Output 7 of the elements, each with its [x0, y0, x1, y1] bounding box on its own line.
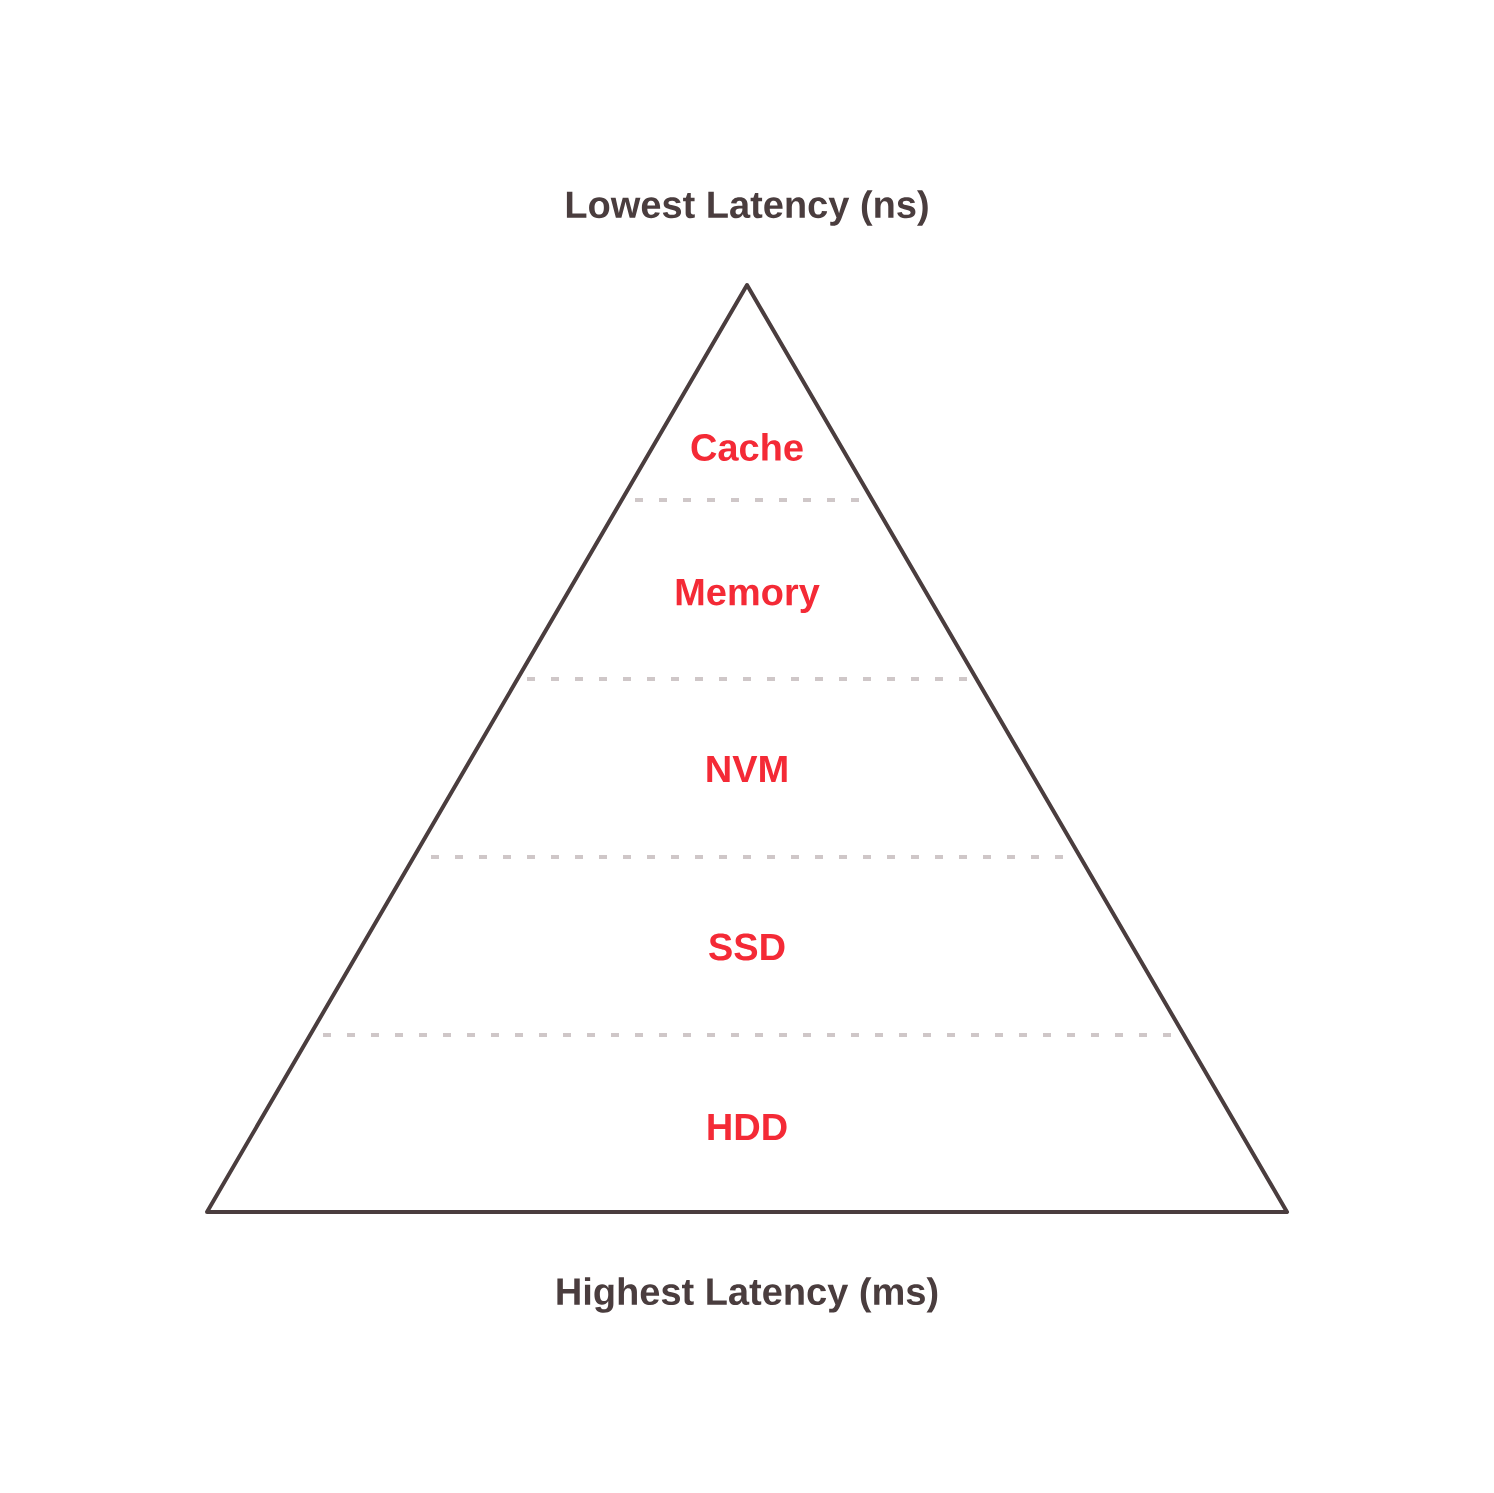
tier-label: NVM	[707, 755, 787, 783]
tier-label: Memory	[676, 579, 820, 613]
tier-label: HDD	[708, 1113, 787, 1141]
tier-label: Cache	[691, 433, 803, 461]
axis-caption: Highest Latency (ms)	[557, 1277, 938, 1313]
tier-label: SSD	[709, 933, 785, 961]
axis-caption: Lowest Latency (ns)	[566, 190, 928, 226]
